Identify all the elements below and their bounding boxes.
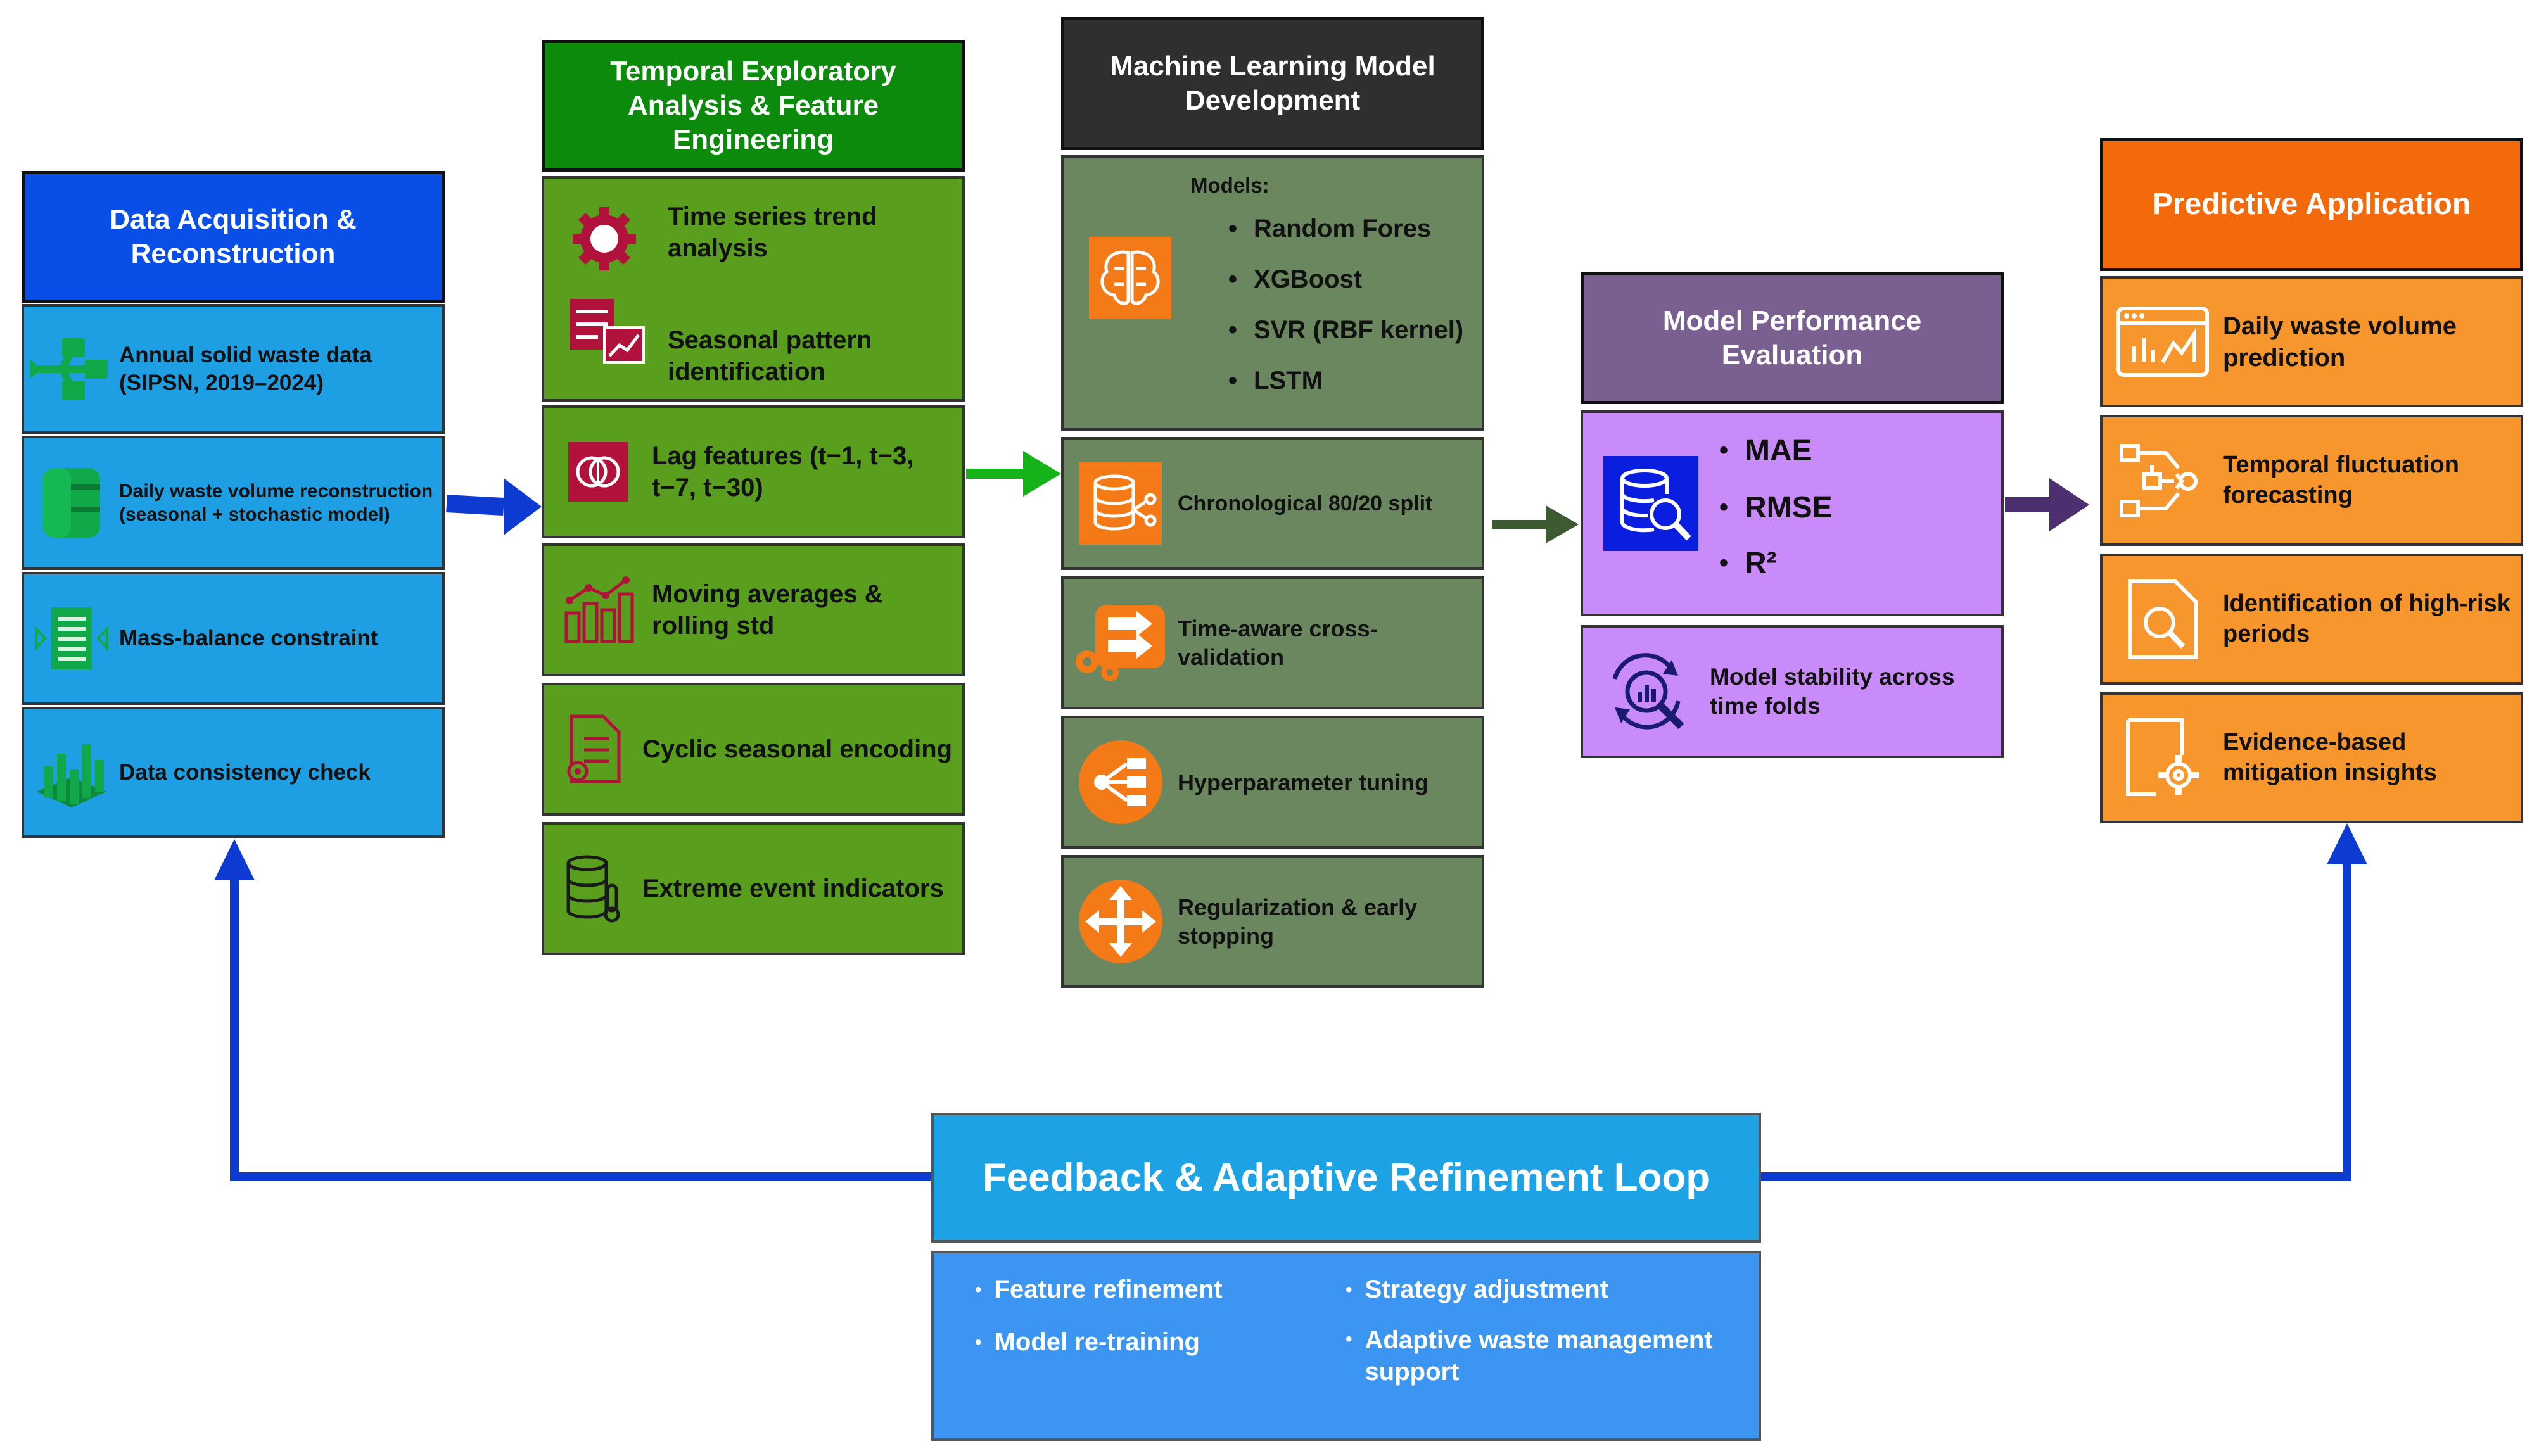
- feedback-title: Feedback & Adaptive Refinement Loop: [982, 1155, 1710, 1200]
- database-cylinder-icon: [43, 468, 100, 538]
- col3-item-label: Hyperparameter tuning: [1178, 769, 1429, 795]
- arrow-feedback-to-col5: [1761, 823, 2367, 1181]
- col2-item-label: Moving averages & rolling std: [652, 580, 883, 640]
- col1-item-label: Data consistency check: [119, 759, 371, 785]
- col3-item-label: Time-aware cross-validation: [1178, 616, 1378, 670]
- col3-item-hyperparameter-tuning: Hyperparameter tuning: [1061, 716, 1484, 849]
- ml-model-header: Machine Learning Model Development: [1061, 17, 1484, 150]
- col2-item-label: Time series trend analysis: [668, 203, 877, 262]
- bar-chart-icon: [37, 744, 106, 807]
- arrows-gears-icon: [1076, 605, 1165, 681]
- col2-item-label: Seasonal pattern identification: [668, 326, 872, 386]
- brain-chip-icon: [568, 442, 628, 502]
- data-acquisition-header: Data Acquisition & Reconstruction: [22, 171, 445, 303]
- col2-item-extreme-events: Extreme event indicators: [542, 822, 965, 955]
- feedback-item: •Feature refinement: [975, 1276, 1223, 1303]
- arrow-col3-to-col4: [1492, 505, 1579, 543]
- feedback-header: Feedback & Adaptive Refinement Loop: [931, 1113, 1761, 1243]
- model-list-item: •XGBoost: [1228, 265, 1363, 293]
- col1-item-mass-balance: Mass-balance constraint: [22, 572, 445, 705]
- models-label: Models:: [1190, 174, 1270, 197]
- document-gear-icon: [2126, 718, 2199, 796]
- col3-item-regularization: Regularization & early stopping: [1061, 855, 1484, 988]
- feedback-item: •Strategy adjustment: [1346, 1276, 1609, 1303]
- bar-trend-icon: [564, 576, 634, 643]
- col1-item-daily-reconstruction: Daily waste volume reconstruction (seaso…: [22, 436, 445, 570]
- performance-title: Model Performance Evaluation: [1662, 305, 1922, 370]
- document-gear-icon: [567, 714, 620, 783]
- col2-item-label: Lag features (t−1, t−3, t−7, t−30): [652, 442, 914, 502]
- arrow-feedback-to-col1: [214, 839, 931, 1181]
- performance-header: Model Performance Evaluation: [1581, 272, 2004, 404]
- metrics-box: •MAE •RMSE •R²: [1581, 410, 2004, 616]
- network-flow-icon: [30, 338, 108, 400]
- model-list-item: •LSTM: [1228, 367, 1323, 395]
- col2-item-lag-features: Lag features (t−1, t−3, t−7, t−30): [542, 405, 965, 538]
- col3-item-label: Regularization & early stopping: [1178, 894, 1418, 949]
- col5-item-mitigation: Evidence-based mitigation insights: [2100, 692, 2523, 823]
- database-search-icon: [1603, 456, 1698, 551]
- col3-item-label: Chronological 80/20 split: [1178, 491, 1433, 516]
- col2-item-label: Cyclic seasonal encoding: [642, 735, 953, 763]
- predictive-header: Predictive Application: [2100, 138, 2523, 271]
- stability-box: Model stability across time folds: [1581, 625, 2004, 758]
- col1-item-consistency-check: Data consistency check: [22, 707, 445, 838]
- col2-item-cyclic-encoding: Cyclic seasonal encoding: [542, 683, 965, 816]
- dashboard-chart-icon: [2116, 307, 2209, 377]
- col5-item-label: Daily waste volume prediction: [2223, 312, 2457, 372]
- col5-item-daily-prediction: Daily waste volume prediction: [2100, 276, 2523, 407]
- feedback-body: •Feature refinement •Model re-training •…: [931, 1251, 1761, 1441]
- magnifier-icon: [2128, 579, 2198, 659]
- arrow-col1-to-col2: [446, 478, 542, 535]
- col2-item-label: Extreme event indicators: [642, 875, 944, 902]
- col2-group-trend-seasonal: Time series trend analysis Seasonal patt…: [542, 176, 965, 402]
- database-network-icon: [1079, 462, 1162, 545]
- col3-item-chronological-split: Chronological 80/20 split: [1061, 437, 1484, 570]
- gear-icon: [573, 207, 636, 270]
- col5-item-fluctuation-forecast: Temporal fluctuation forecasting: [2100, 415, 2523, 546]
- share-nodes-icon: [1079, 740, 1162, 824]
- feedback-item: •Adaptive waste management support: [1346, 1326, 1713, 1386]
- col1-item-label: Daily waste volume reconstruction (seaso…: [119, 480, 433, 526]
- metric-item: •MAE: [1719, 434, 1812, 467]
- col1-item-label: Annual solid waste data (SIPSN, 2019–202…: [119, 342, 372, 395]
- document-list-icon: [35, 607, 108, 669]
- arrow-col2-to-col3: [966, 451, 1061, 497]
- col2-item-moving-averages: Moving averages & rolling std: [542, 543, 965, 676]
- feedback-item: •Model re-training: [975, 1328, 1200, 1356]
- temporal-eda-header: Temporal Exploratory Analysis & Feature …: [542, 40, 965, 172]
- data-acquisition-title: Data Acquisition & Reconstruction: [110, 204, 357, 269]
- col5-item-label: Evidence-based mitigation insights: [2223, 729, 2437, 786]
- model-list-item: •SVR (RBF kernel): [1228, 316, 1464, 344]
- col5-item-label: Identification of high-risk periods: [2223, 590, 2510, 647]
- stability-label: Model stability across time folds: [1710, 663, 1955, 719]
- ml-model-title: Machine Learning Model Development: [1110, 51, 1435, 116]
- chart-refresh-icon: [1612, 653, 1684, 730]
- col3-item-cross-validation: Time-aware cross-validation: [1061, 576, 1484, 709]
- arrow-col4-to-col5: [2005, 478, 2089, 531]
- brain-chip-icon: [1089, 237, 1171, 319]
- database-thermometer-icon: [566, 855, 620, 923]
- col1-item-annual-data: Annual solid waste data (SIPSN, 2019–202…: [22, 304, 445, 434]
- models-box: Models: •Random Fores •XGBoost •SVR (RBF…: [1061, 155, 1484, 431]
- temporal-eda-title: Temporal Exploratory Analysis & Feature …: [610, 56, 896, 155]
- col5-item-high-risk: Identification of high-risk periods: [2100, 554, 2523, 685]
- flow-chart-icon: [2120, 443, 2198, 517]
- col1-item-label: Mass-balance constraint: [119, 626, 378, 651]
- metric-item: •R²: [1719, 547, 1777, 580]
- predictive-title: Predictive Application: [2152, 187, 2471, 221]
- model-list-item: •Random Fores: [1228, 215, 1432, 243]
- col5-item-label: Temporal fluctuation forecasting: [2223, 452, 2459, 509]
- checklist-chart-icon: [570, 299, 645, 364]
- metric-item: •RMSE: [1719, 491, 1833, 524]
- four-arrows-icon: [1079, 880, 1162, 963]
